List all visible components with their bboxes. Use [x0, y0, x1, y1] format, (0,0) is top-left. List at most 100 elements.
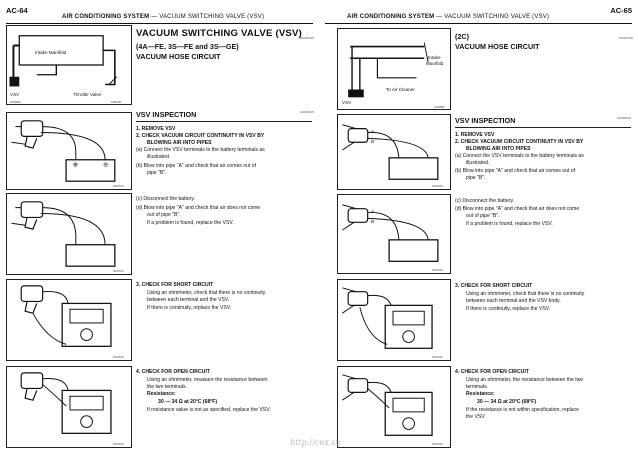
svg-text:⊖: ⊖	[103, 163, 108, 169]
step-2a-line2: illustrated.	[466, 160, 490, 166]
step-4-resistance-value: 30 — 34 Ω at 20°C (68°F)	[477, 399, 537, 405]
figure-open-circuit-test: N00726	[6, 366, 132, 448]
vacuum-hose-diagram-art	[9, 35, 118, 87]
divider	[455, 127, 631, 128]
left-page-header: AC-64 AIR CONDITIONING SYSTEM — VACUUM S…	[6, 4, 313, 24]
right-page: AIR CONDITIONING SYSTEM — VACUUM SWITCHI…	[319, 0, 638, 452]
page-header-title: AIR CONDITIONING SYSTEM — VACUUM SWITCHI…	[62, 14, 264, 20]
figure-battery-test-1: ⊕ ⊖ N00723	[6, 112, 132, 190]
figure-ref: N00730	[432, 268, 443, 272]
vacuum-hose-diagram: Intake Manifold To Air Cleaner VSV A1086…	[337, 28, 451, 110]
section-ref: AC0S5-05	[300, 36, 314, 40]
svg-text:⊕: ⊕	[73, 163, 78, 169]
step-2-line2: BLOWING AIR INTO PIPES	[147, 140, 212, 146]
step-2c: (c) Disconnect the battery.	[136, 196, 196, 202]
figure-short-circuit-test: N00725	[6, 279, 132, 361]
figure-ref: N00729	[432, 184, 443, 188]
figure-ref: N00731	[432, 355, 443, 359]
pipe-label-a: A	[371, 209, 375, 214]
step-3-line1: Using an ohmmeter, check that there is n…	[466, 291, 585, 297]
section-subtitle-2: VACUUM HOSE CIRCUIT	[136, 52, 221, 61]
ohmmeter-figure	[20, 372, 112, 434]
step-2a-line2: illustrated.	[147, 154, 171, 160]
ohmmeter-figure	[342, 374, 433, 436]
step-4-line2: the two terminals.	[147, 384, 187, 390]
section-title: VACUUM SWITCHING VALVE (VSV)	[136, 28, 303, 39]
left-page: AC-64 AIR CONDITIONING SYSTEM — VACUUM S…	[6, 4, 314, 448]
vsv-battery-figure	[342, 204, 439, 262]
inspection-title: VSV INSPECTION	[455, 116, 516, 125]
figure-ref: N00723	[113, 184, 124, 188]
step-2a-line1: (a) Connect the VSV terminals to the bat…	[136, 147, 265, 153]
label-vsv: VSV	[10, 92, 20, 97]
section-ref: AC0S7-05	[619, 36, 633, 40]
page-number: AC-65	[610, 6, 632, 15]
inspection-ref: AC0S8-03	[617, 116, 631, 120]
figure-ref: N00724	[113, 269, 124, 273]
header-subtitle-text: — VACUUM SWITCHING VALVE (VSV)	[436, 14, 550, 20]
label-intake: Intake	[428, 55, 441, 60]
step-2d-line2: out of pipe "B".	[147, 212, 181, 218]
step-4-line1: Using an ohmmeter, measure the resistanc…	[147, 377, 268, 383]
step-4-resistance-label: Resistance:	[147, 391, 176, 397]
label-vsv: VSV	[342, 100, 352, 105]
header-subtitle-text: — VACUUM SWITCHING VALVE (VSV)	[151, 14, 265, 20]
step-2b-line2: pipe "B".	[466, 175, 486, 181]
step-4-line3: If resistance value is not as specified,…	[147, 407, 271, 413]
step-2-line2: BLOWING AIR INTO PIPES	[466, 146, 531, 152]
step-2d-line1: (d) Blow into pipe "A" and check that ai…	[455, 206, 580, 212]
step-2-line1: 2. CHECK VACUUM CIRCUIT CONTINUITY IN VS…	[136, 133, 265, 139]
step-2c: (c) Disconnect the battery.	[455, 198, 515, 204]
figure-ref: A10868	[434, 105, 445, 109]
figure-ref: N00726	[113, 442, 124, 446]
figure-open-circuit-test: N00732	[337, 366, 451, 448]
step-2b-line2: pipe "B".	[147, 170, 167, 176]
step-3-line2: between each terminal and the VSV.	[147, 297, 230, 303]
step-3-line3: If there is continuity, replace the VSV.	[147, 305, 232, 311]
divider	[136, 121, 312, 122]
step-4-resistance-label: Resistance:	[466, 391, 495, 397]
step-2d-line3: If a problem is found, replace the VSV.	[466, 221, 553, 227]
vsv-battery-figure	[342, 124, 439, 180]
page-number: AC-64	[6, 6, 28, 15]
step-3-line1: Using an ohmmeter, check that there is n…	[147, 290, 266, 296]
step-4-line1: Using an ohmmeter, the resistance betwee…	[466, 377, 584, 383]
figure-ref: N00725	[113, 355, 124, 359]
step-1: 1. REMOVE VSV	[136, 126, 176, 132]
section-subtitle: (2C)	[455, 32, 469, 41]
step-4-line4: the VSV.	[466, 414, 486, 420]
vsv-battery-figure: ⊕ ⊖	[11, 120, 116, 182]
step-2a-line1: (a) Connect the VSV terminals to the bat…	[455, 153, 584, 159]
vsv-battery-figure	[11, 201, 116, 267]
pipe-label-b: B	[371, 139, 375, 144]
ohmmeter-figure	[342, 287, 433, 349]
header-title-text: AIR CONDITIONING SYSTEM	[347, 14, 435, 20]
ohmmeter-figure	[20, 285, 112, 347]
label-manifold: Manifold	[426, 61, 444, 66]
step-4-resistance-value: 30 — 34 Ω at 20°C (68°F)	[158, 399, 218, 405]
inspection-title: VSV INSPECTION	[136, 110, 197, 119]
label-intake-manifold: Intake Manifold	[35, 50, 67, 55]
section-subtitle-2: VACUUM HOSE CIRCUIT	[455, 42, 540, 51]
section-subtitle: (4A—FE, 3S—FE and 3S—GE)	[136, 42, 239, 51]
step-2d-line1: (d) Blow into pipe "A" and check that ai…	[136, 205, 261, 211]
vacuum-hose-diagram-art	[348, 42, 429, 98]
label-to-air-cleaner: To Air Cleaner	[386, 87, 415, 92]
figure-ref: N00280	[10, 100, 21, 104]
inspection-ref: AC0S6-05	[300, 110, 314, 114]
header-title-text: AIR CONDITIONING SYSTEM	[62, 14, 150, 20]
step-2d-line3: If a problem is found, replace the VSV.	[147, 220, 234, 226]
step-2-line1: 2. CHECK VACUUM CIRCUIT CONTINUITY IN VS…	[455, 139, 584, 145]
step-3-line2: between each terminal and the VSV body.	[466, 298, 561, 304]
label-throttle-valve: Throttle Valve	[73, 92, 101, 97]
pipe-label-a: A	[371, 129, 375, 134]
step-4: 4. CHECK FOR OPEN CIRCUIT	[136, 369, 210, 375]
vacuum-hose-diagram: Intake Manifold VSV Throttle Valve N0028…	[6, 25, 132, 105]
right-page-header: AIR CONDITIONING SYSTEM — VACUUM SWITCHI…	[325, 4, 632, 24]
step-3-line3: If there is continuity, replace the VSV.	[466, 306, 551, 312]
step-4-line2: terminals.	[466, 384, 489, 390]
figure-short-circuit-test: N00731	[337, 279, 451, 361]
figure-battery-test-2: A B N00730	[337, 194, 451, 274]
figure-battery-test-2: N00724	[6, 193, 132, 275]
watermark: http://cnx.su	[290, 438, 341, 447]
